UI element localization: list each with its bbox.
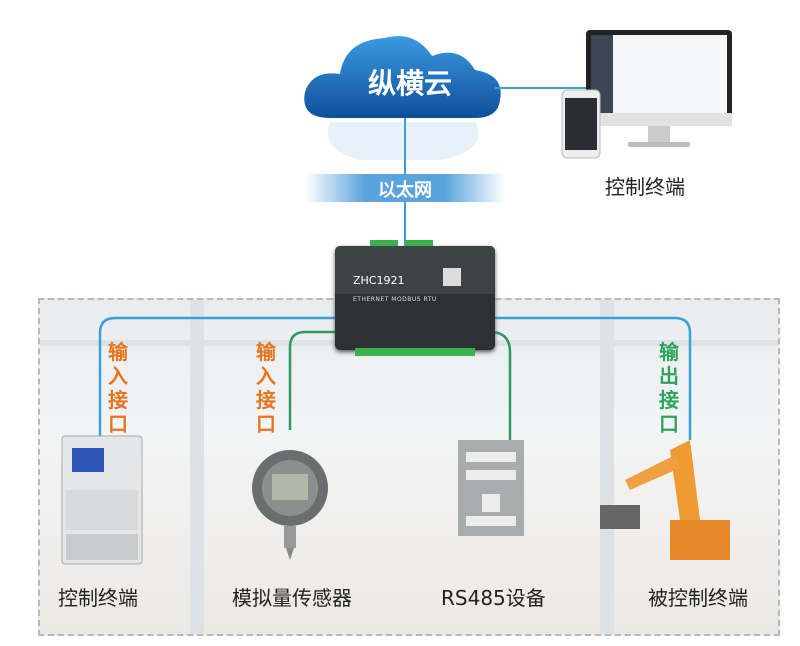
pressure-sensor-icon <box>252 450 328 560</box>
device-label-control-terminal: 控制终端 <box>58 586 138 610</box>
gateway-subtitle: ETHERNET MODBUS RTU <box>353 296 437 303</box>
input-interface-label-1: 输入接口 <box>108 340 128 436</box>
output-interface-label: 输出接口 <box>659 340 679 436</box>
device-label-rs485: RS485设备 <box>441 586 546 610</box>
input-interface-label-2: 输入接口 <box>256 340 276 436</box>
device-label-analog-sensor: 模拟量传感器 <box>232 586 352 610</box>
cloud-shape <box>304 36 501 118</box>
cloud-label: 纵横云 <box>367 67 452 100</box>
rs485-device-icon <box>458 440 524 536</box>
ethernet-label: 以太网 <box>378 180 432 201</box>
qr-code-icon <box>443 268 461 286</box>
device-label-controlled-terminal: 被控制终端 <box>648 586 748 610</box>
ethernet-band <box>305 174 505 202</box>
phone-icon <box>561 89 601 159</box>
remote-terminal-label: 控制终端 <box>605 175 685 199</box>
industrial-robot-icon <box>600 440 730 560</box>
zhc1921-gateway: ZHC1921 ETHERNET MODBUS RTU <box>335 240 495 356</box>
monitor-icon <box>586 30 732 147</box>
gateway-model: ZHC1921 <box>353 274 405 287</box>
electric-meter-icon <box>61 435 143 565</box>
